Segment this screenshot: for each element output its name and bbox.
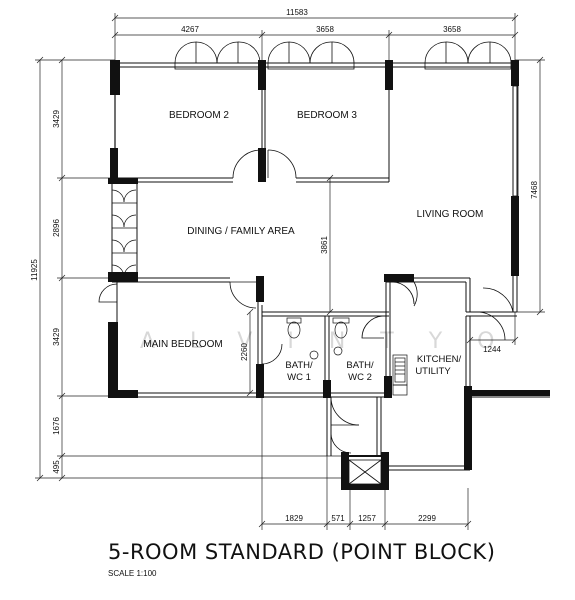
- watermark: A L V I N T Y O: [140, 329, 508, 354]
- sanitary-fixtures: [286, 317, 408, 396]
- dim-bottom-4: 2299: [418, 514, 436, 523]
- wardrobe: [111, 189, 137, 278]
- walls: [111, 60, 550, 489]
- room-kitchen-line-2: UTILITY: [415, 366, 451, 377]
- room-bath-1-line-2: WC 1: [287, 372, 311, 383]
- room-main-bedroom: MAIN BEDROOM: [143, 339, 222, 350]
- dim-left-2: 2896: [52, 219, 61, 237]
- room-bath-2-line-1: BATH/: [346, 360, 374, 371]
- dimension-lines: [35, 13, 545, 530]
- dim-left-1: 3429: [52, 110, 61, 128]
- dim-right-1: 7468: [530, 181, 539, 199]
- windows: [174, 41, 519, 197]
- room-bath-1-line-1: BATH/: [285, 360, 313, 371]
- dim-right-2: 1244: [483, 345, 501, 354]
- dim-left-4: 1676: [52, 417, 61, 435]
- plan-title: 5-ROOM STANDARD (POINT BLOCK): [108, 540, 496, 564]
- dim-bottom-1: 1829: [285, 514, 303, 523]
- dim-bottom-3: 1257: [358, 514, 376, 523]
- dim-top-3: 3658: [443, 25, 461, 34]
- room-bath-2-line-2: WC 2: [348, 372, 372, 383]
- wall-columns: [108, 60, 550, 490]
- dim-left-5: 495: [52, 460, 61, 474]
- dim-left-3: 3429: [52, 328, 61, 346]
- dimension-labels: 11583 4267 3658 3658 11925 3429 2896 342…: [30, 8, 539, 523]
- dim-top-1: 4267: [181, 25, 199, 34]
- dim-left-total: 11925: [30, 259, 39, 281]
- room-kitchen-line-1: KITCHEN/: [417, 354, 462, 365]
- room-living: LIVING ROOM: [417, 209, 484, 220]
- doors: [98, 149, 514, 454]
- dim-top-total: 11583: [286, 8, 308, 17]
- dim-inner-1: 3861: [320, 236, 329, 254]
- room-dining: DINING / FAMILY AREA: [187, 226, 295, 237]
- room-labels: BEDROOM 2 BEDROOM 3 DINING / FAMILY AREA…: [143, 110, 483, 383]
- dim-inner-2: 2260: [240, 343, 249, 361]
- dim-top-2: 3658: [316, 25, 334, 34]
- room-bedroom-2: BEDROOM 2: [169, 110, 229, 121]
- dim-bottom-2: 571: [331, 514, 345, 523]
- room-bedroom-3: BEDROOM 3: [297, 110, 357, 121]
- plan-scale: SCALE 1:100: [108, 569, 157, 578]
